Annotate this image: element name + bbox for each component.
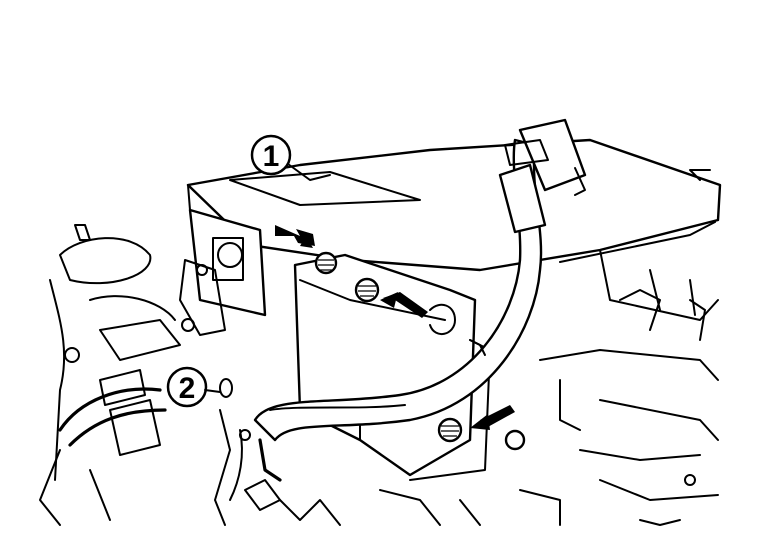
left-components [39, 224, 195, 526]
callout-1: 1 [250, 134, 331, 181]
callout-2-label: 2 [179, 372, 196, 405]
intake-bracket [179, 208, 267, 336]
hose [253, 118, 587, 442]
callout-1-label: 1 [263, 140, 280, 173]
reservoir-tank [293, 253, 491, 481]
arrow-icon [275, 225, 515, 430]
lower-right-components [379, 289, 719, 526]
pipe [214, 409, 341, 526]
engine-cover [186, 138, 722, 321]
callout-2: 2 [166, 366, 233, 408]
bolt-icon [314, 251, 526, 451]
